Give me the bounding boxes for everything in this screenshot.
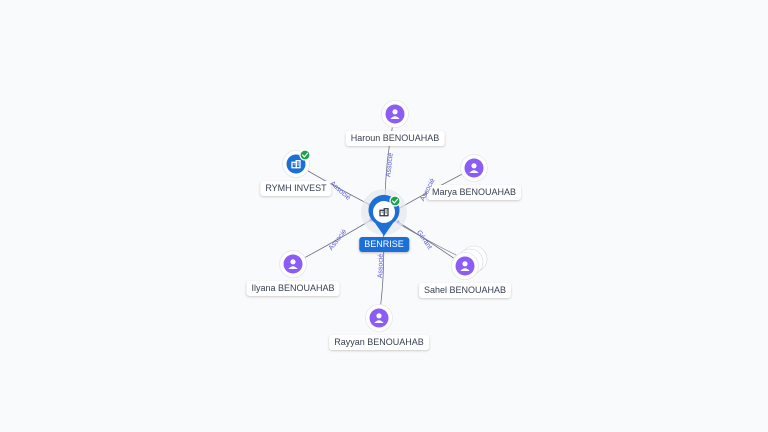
node-label-sahel[interactable]: Sahel BENOUAHAB [418, 283, 512, 298]
node-marya[interactable] [460, 154, 488, 182]
node-label-haroun[interactable]: Haroun BENOUAHAB [345, 131, 445, 146]
node-ilyana[interactable] [279, 250, 307, 278]
building-icon [379, 208, 389, 217]
node-label-rymh[interactable]: RYMH INVEST [260, 181, 332, 196]
node-label-ilyana[interactable]: Ilyana BENOUAHAB [246, 281, 340, 296]
node-rayyan[interactable] [365, 304, 393, 332]
person-icon [464, 158, 484, 178]
person-icon [369, 308, 389, 328]
person-icon [455, 256, 475, 276]
verified-check-icon [299, 149, 311, 161]
person-icon [283, 254, 303, 274]
building-icon [286, 154, 306, 174]
center-node-label[interactable]: BENRISE [359, 237, 409, 252]
node-label-rayyan[interactable]: Rayyan BENOUAHAB [329, 335, 429, 350]
node-rymh[interactable] [282, 149, 311, 178]
node-sahel[interactable] [451, 245, 488, 280]
node-label-marya[interactable]: Marya BENOUAHAB [426, 185, 522, 200]
graph-nodes [279, 100, 488, 332]
edge-label-rayyan: Associé [377, 253, 385, 279]
center-node[interactable] [361, 189, 407, 236]
person-icon [385, 104, 405, 124]
verified-check-icon [389, 195, 401, 207]
node-haroun[interactable] [381, 100, 409, 128]
